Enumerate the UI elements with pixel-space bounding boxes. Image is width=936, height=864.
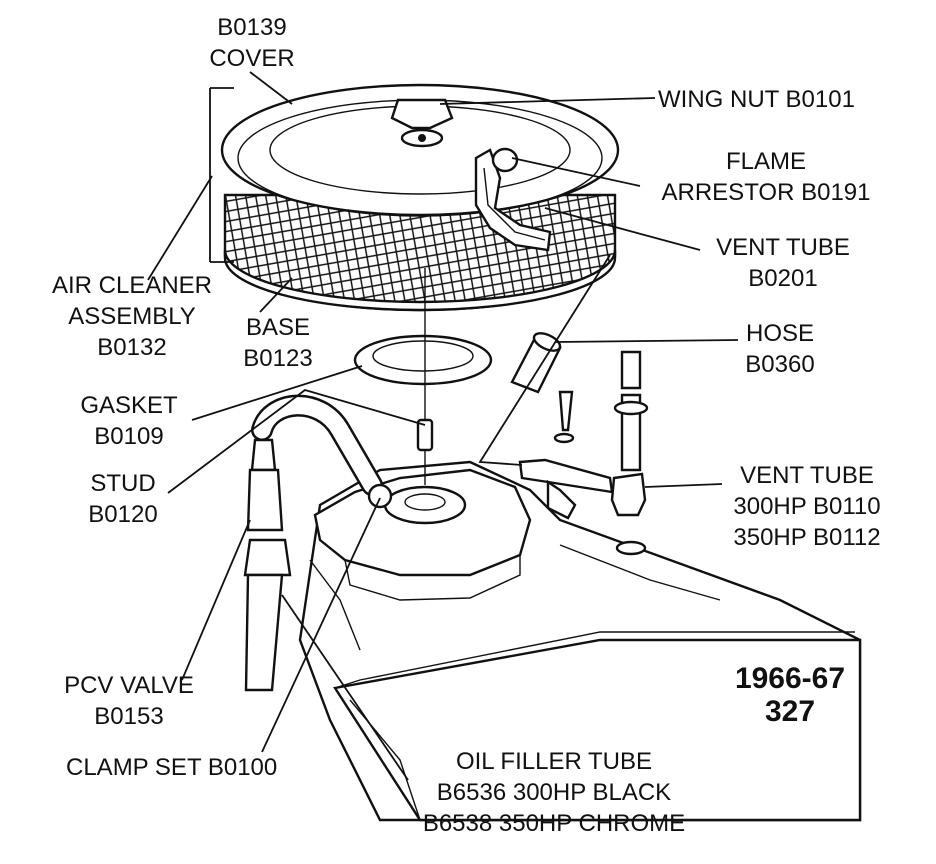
label-base: BASE B0123 (243, 314, 313, 372)
pcv-valve-and-hose (243, 394, 393, 692)
label-wing-nut: WING NUT B0101 (658, 86, 855, 113)
label-vent-tube-lower: VENT TUBE 300HP B0110 350HP B0112 (733, 462, 881, 551)
gasket (353, 334, 493, 386)
label-vent-tube-top: VENT TUBE B0201 (716, 234, 850, 292)
label-pcv-valve: PCV VALVE B0153 (64, 672, 194, 730)
leader-lines (147, 71, 739, 781)
label-hose: HOSE B0360 (745, 320, 815, 378)
label-flame-arrestor: FLAME ARRESTOR B0191 (661, 148, 871, 206)
stud (416, 268, 434, 485)
hose (510, 332, 562, 394)
label-gasket: GASKET B0109 (80, 392, 178, 450)
label-cover: B0139 COVER (209, 14, 295, 72)
label-clamp-set: CLAMP SET B0100 (66, 754, 278, 781)
wing-nut (390, 98, 454, 148)
label-oil-filler-tube: OIL FILLER TUBE B6536 300HP BLACK B6538 … (422, 748, 686, 837)
lower-vent-tube (518, 350, 649, 556)
label-stud: STUD B0120 (88, 470, 158, 528)
label-air-cleaner-assembly: AIR CLEANER ASSEMBLY B0132 (51, 272, 213, 361)
year-engine-label: 1966-67 327 (734, 662, 846, 728)
flame-arrestor-vent-tube (474, 147, 552, 252)
